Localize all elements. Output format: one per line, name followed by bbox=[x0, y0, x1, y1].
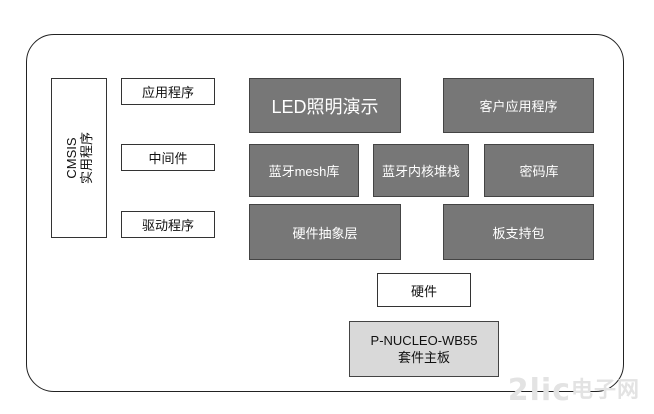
watermark-sub: 电子网 bbox=[570, 378, 640, 403]
crypto-library-block: 密码库 bbox=[484, 144, 594, 197]
cmsis-label-line1: CMSIS bbox=[63, 137, 79, 179]
driver-layer-label: 驱动程序 bbox=[121, 211, 215, 238]
cmsis-label-line2: 实用程序 bbox=[78, 131, 94, 185]
customer-application-block: 客户应用程序 bbox=[443, 78, 594, 133]
led-demo-block: LED照明演示 bbox=[249, 78, 401, 133]
nucleo-board-block: P-NUCLEO-WB55 套件主板 bbox=[349, 321, 499, 377]
hardware-abstraction-layer-block: 硬件抽象层 bbox=[249, 204, 401, 260]
cmsis-utilities-block: CMSIS 实用程序 bbox=[51, 78, 107, 238]
cmsis-label: CMSIS 实用程序 bbox=[64, 132, 94, 184]
bluetooth-core-stack-block: 蓝牙内核堆栈 bbox=[373, 144, 469, 197]
board-support-package-block: 板支持包 bbox=[443, 204, 594, 260]
hardware-label: 硬件 bbox=[377, 273, 471, 307]
bluetooth-mesh-library-block: 蓝牙mesh库 bbox=[249, 144, 359, 197]
application-layer-label: 应用程序 bbox=[121, 78, 215, 105]
system-frame bbox=[26, 34, 624, 392]
middleware-layer-label: 中间件 bbox=[121, 144, 215, 171]
watermark-logo: 2lic电子网 bbox=[508, 372, 640, 408]
watermark-main: 2lic bbox=[507, 373, 571, 408]
board-description: 套件主板 bbox=[397, 350, 450, 365]
board-name: P-NUCLEO-WB55 bbox=[370, 333, 478, 348]
